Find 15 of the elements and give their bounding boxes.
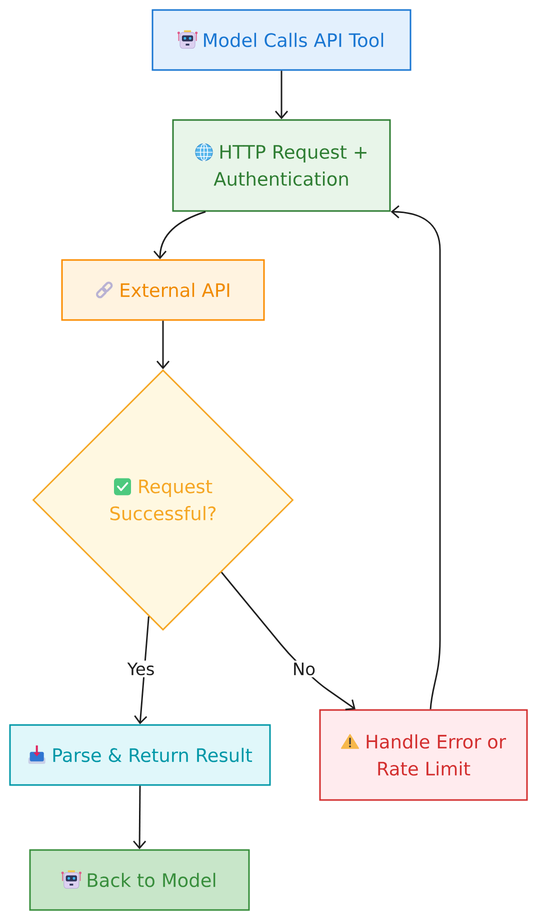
arrow [220, 572, 356, 710]
arrow [133, 786, 146, 850]
arrow [274, 70, 288, 120]
process-box: HTTP Request + Authentication [172, 119, 391, 212]
process-box: External API [61, 259, 265, 321]
process-box: Handle Error or Rate Limit [319, 709, 528, 801]
edge-label: No [290, 660, 318, 678]
arrow [153, 211, 206, 260]
process-box: Model Calls API Tool [152, 9, 412, 71]
arrow [134, 616, 150, 724]
process-box: Parse & Return Result [9, 724, 271, 786]
process-box: Back to Model [29, 849, 250, 911]
edge-label: Yes [125, 660, 157, 678]
arrow [390, 205, 441, 710]
arrow [156, 320, 170, 370]
